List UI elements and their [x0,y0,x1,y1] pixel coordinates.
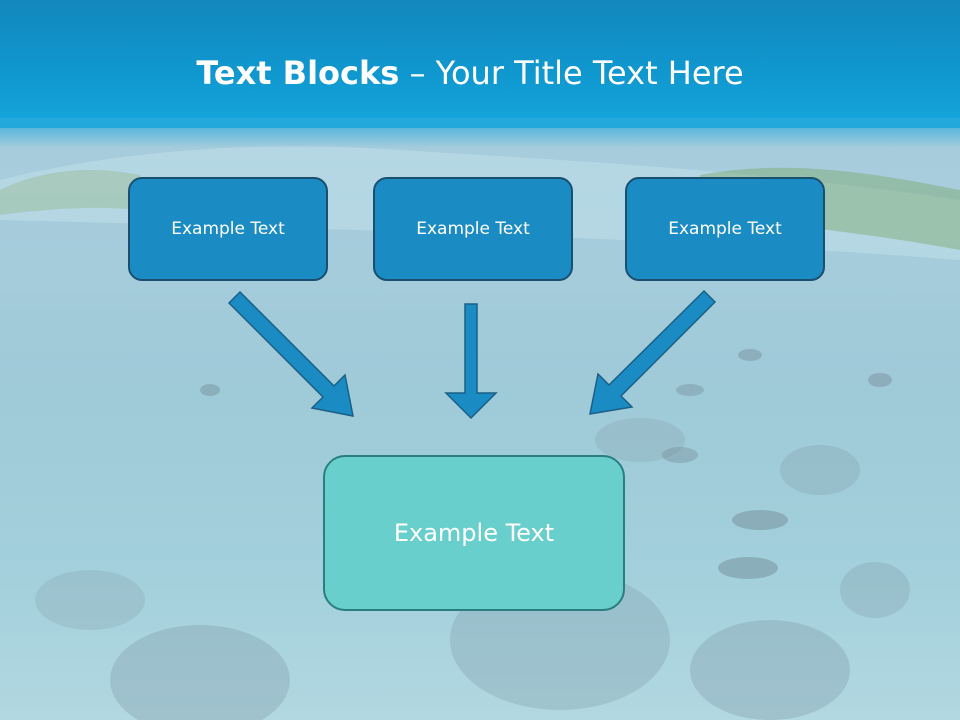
text-block-3-label: Example Text [668,219,782,239]
title-bar-fade [0,118,960,148]
text-block-result[interactable]: Example Text [323,455,625,611]
text-block-1[interactable]: Example Text [128,177,328,281]
arrow-left [227,290,354,417]
arrow-center [444,303,498,420]
arrow-right [589,289,717,415]
text-block-result-label: Example Text [393,519,555,547]
title-bar [0,0,960,128]
title-separator: – [399,54,436,92]
title-rest: Your Title Text Here [435,54,744,92]
text-block-3[interactable]: Example Text [625,177,825,281]
text-block-2-label: Example Text [416,219,530,239]
text-block-1-label: Example Text [171,219,285,239]
title-bold: Text Blocks [196,54,400,92]
text-block-2[interactable]: Example Text [373,177,573,281]
slide-title: Text Blocks – Your Title Text Here [0,54,940,92]
